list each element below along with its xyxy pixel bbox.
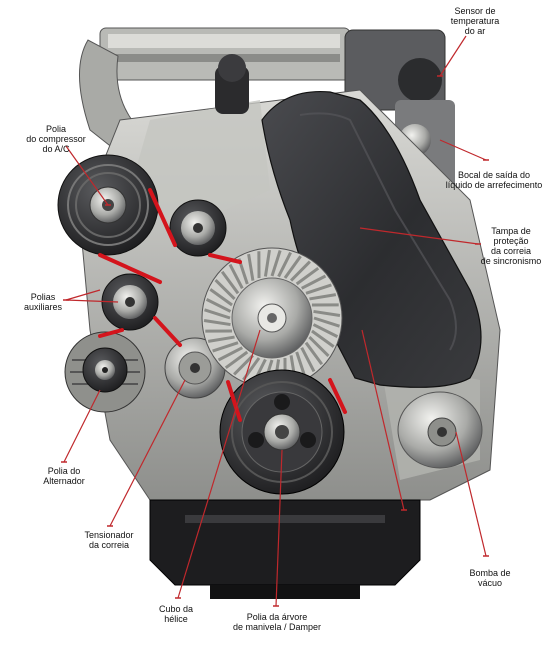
label-timing-belt-cover: Tampa de proteção da correia de sincroni… <box>480 226 542 266</box>
label-auxiliary-pulleys: Polias auxiliares <box>18 292 68 312</box>
label-coolant-outlet: Bocal de saída do líquido de arrefecimen… <box>440 170 548 190</box>
label-ac-compressor-pulley: Polia do compressor do A/C <box>18 124 94 154</box>
label-fan-hub: Cubo da hélice <box>152 604 200 624</box>
crankshaft-damper <box>220 370 344 494</box>
label-alternator-pulley: Polia do Alternador <box>36 466 92 486</box>
vacuum-pump <box>398 392 482 468</box>
label-air-temp-sensor: Sensor de temperatura do ar <box>446 6 504 36</box>
idler-pulley-top <box>170 200 226 256</box>
fan-clutch <box>202 248 342 388</box>
label-belt-tensioner: Tensionador da correia <box>78 530 140 550</box>
label-vacuum-pump: Bomba de vácuo <box>464 568 516 588</box>
label-crankshaft-pulley: Polia da árvore de manivela / Damper <box>222 612 332 632</box>
alternator <box>65 332 145 412</box>
